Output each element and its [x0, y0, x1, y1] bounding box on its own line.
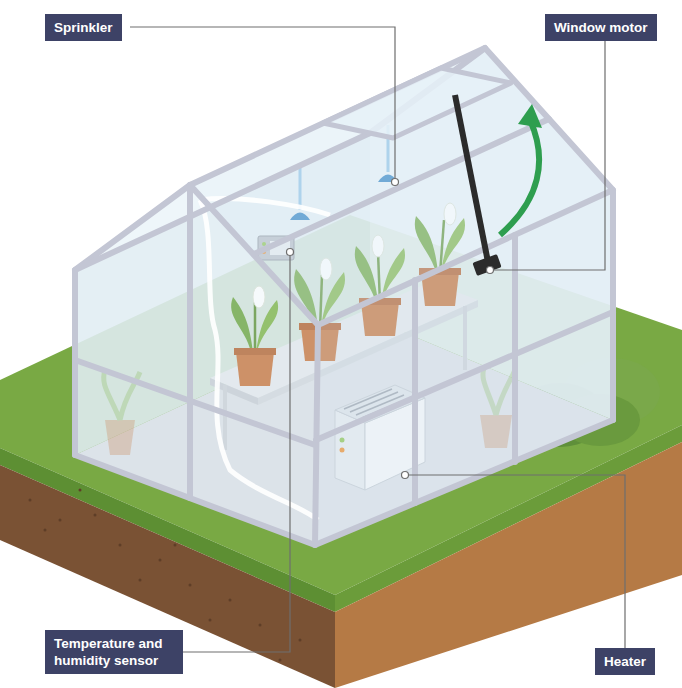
- greenhouse-frame: [75, 48, 613, 545]
- label-text: Heater: [604, 653, 646, 670]
- callout-label: Sprinkler: [45, 14, 122, 41]
- callout-label: Temperature and humidity sensor: [45, 630, 183, 674]
- label-text: Temperature and humidity sensor: [54, 635, 174, 669]
- callout-label: Window motor: [545, 14, 657, 41]
- label-text: Window motor: [554, 19, 648, 36]
- label-text: Sprinkler: [54, 19, 113, 36]
- leader-lines: [130, 27, 625, 652]
- callout-label: Heater: [595, 648, 655, 675]
- leader-dots: [287, 179, 494, 479]
- roof-window: [323, 68, 542, 276]
